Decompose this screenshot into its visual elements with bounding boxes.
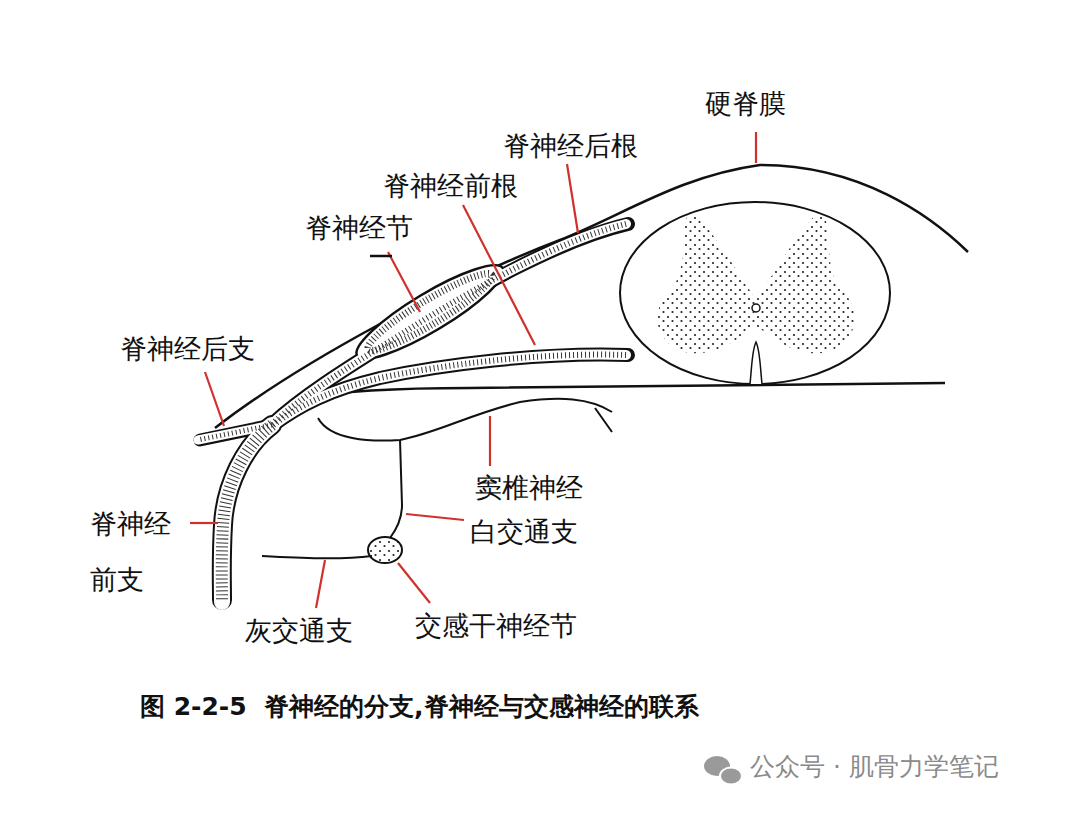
part-label: 脊神经节 <box>305 212 413 244</box>
watermark-icon <box>704 756 742 785</box>
grey-ramus <box>262 556 372 558</box>
mark <box>370 255 392 258</box>
part-label: 白交通支 <box>470 516 578 548</box>
part-label: 灰交通支 <box>245 615 353 647</box>
median-fissure <box>750 342 762 384</box>
part-label: 脊神经后支 <box>120 333 255 365</box>
dura-line <box>215 165 968 428</box>
spinal-cord <box>620 202 890 384</box>
part-label: 交感干神经节 <box>415 610 577 642</box>
dura-line <box>300 383 945 398</box>
watermark: 公众号 · 肌骨力学笔记 <box>750 752 999 782</box>
leader-lines <box>190 132 756 608</box>
part-label: 硬脊膜 <box>705 88 786 120</box>
part-label: 脊神经后根 <box>503 130 638 162</box>
figure-caption: 图 2-2-5 脊神经的分支,脊神经与交感神经的联系 <box>140 692 699 722</box>
grey-matter <box>657 210 854 353</box>
nerve-twig <box>595 408 612 432</box>
part-label: 脊神经 前支 <box>90 496 179 608</box>
central-canal <box>752 304 760 312</box>
part-label: 窦椎神经 <box>475 472 583 504</box>
part-label: 脊神经前根 <box>383 170 518 202</box>
sinuvertebral-nerve <box>318 399 612 441</box>
sympathetic-ganglion <box>368 537 402 563</box>
white-ramus <box>390 440 402 538</box>
anterior-root <box>272 355 628 426</box>
